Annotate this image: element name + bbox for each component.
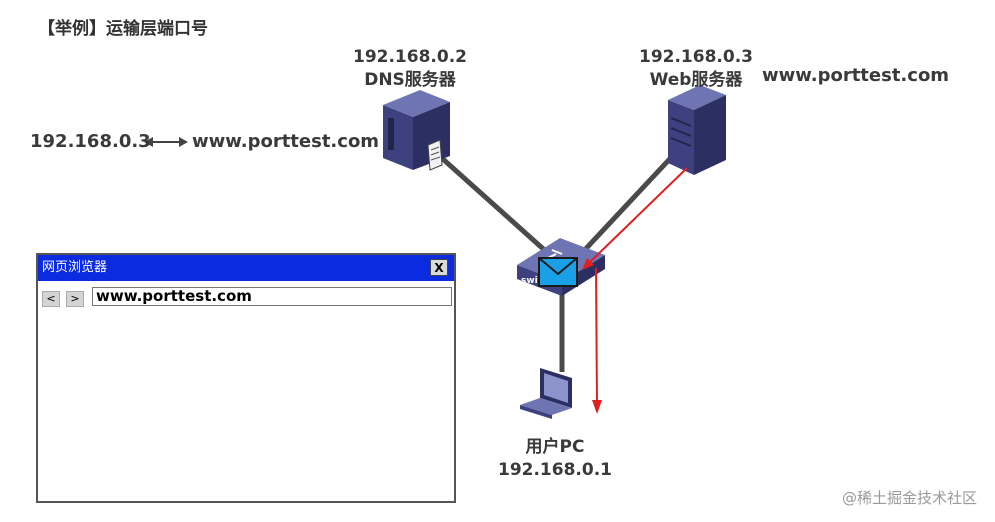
pc-label: 用户PC 192.168.0.1 <box>495 436 615 482</box>
dns-record-domain: www.porttest.com <box>192 131 380 152</box>
web-server-name: Web服务器 <box>649 70 743 90</box>
double-arrow-icon <box>144 137 188 147</box>
dns-record-ip: 192.168.0.3 <box>30 131 151 152</box>
address-bar[interactable]: www.porttest.com <box>92 287 452 306</box>
link-dns-switch <box>433 150 552 257</box>
browser-title-bar: 网页浏览器 X <box>38 255 454 281</box>
red-arrow-icon <box>582 167 688 414</box>
dns-server-name: DNS服务器 <box>364 70 456 90</box>
laptop-icon <box>520 368 572 419</box>
watermark: @稀土掘金技术社区 <box>841 489 977 507</box>
web-server-icon <box>668 85 726 175</box>
pc-ip: 192.168.0.1 <box>497 460 612 480</box>
close-button[interactable]: X <box>430 259 448 276</box>
back-button[interactable]: < <box>42 291 60 307</box>
dns-server-ip: 192.168.0.2 <box>352 47 467 67</box>
web-server-domain: www.porttest.com <box>762 65 950 86</box>
forward-button[interactable]: > <box>66 291 84 307</box>
web-server-label: 192.168.0.3 Web服务器 <box>636 46 756 92</box>
slide-title: 【举例】运输层端口号 <box>38 19 208 39</box>
browser-title: 网页浏览器 <box>42 260 108 275</box>
web-server-ip: 192.168.0.3 <box>638 47 753 67</box>
dns-server-label: 192.168.0.2 DNS服务器 <box>350 46 470 92</box>
envelope-icon <box>538 257 578 287</box>
dns-server-icon <box>383 90 450 171</box>
link-web-switch <box>578 146 682 257</box>
pc-name: 用户PC <box>525 437 585 457</box>
browser-window: 网页浏览器 X < > www.porttest.com <box>36 253 456 503</box>
switch-label: switch <box>521 276 554 286</box>
